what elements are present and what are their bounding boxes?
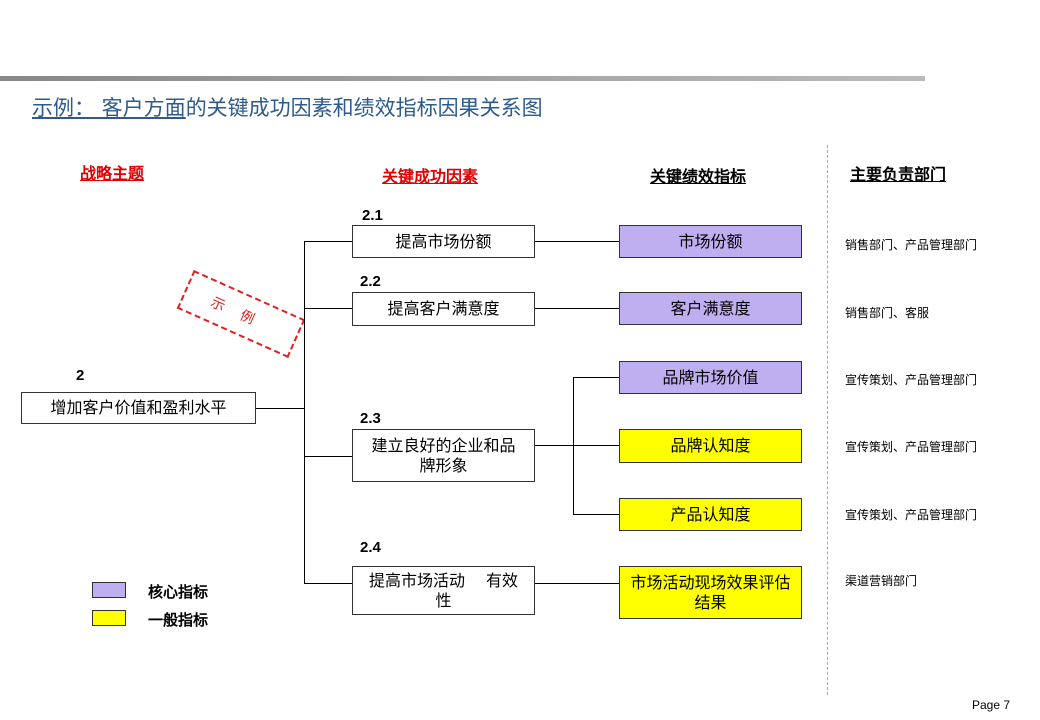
example-stamp: 示例 xyxy=(176,270,306,358)
ksf-number: 2.1 xyxy=(362,207,383,224)
dept-label: 销售部门、产品管理部门 xyxy=(845,238,978,252)
connector xyxy=(304,241,305,584)
connector xyxy=(534,308,619,309)
dept-label: 渠道营销部门 xyxy=(845,574,918,588)
header-dept: 主要负责部门 xyxy=(850,165,947,184)
ksf-box: 建立良好的企业和品牌形象 xyxy=(352,429,535,482)
connector xyxy=(534,583,619,584)
header-ksf: 关键成功因素 xyxy=(382,167,479,186)
kpi-box: 客户满意度 xyxy=(619,292,802,325)
connector xyxy=(573,445,619,446)
dept-label: 宣传策划、产品管理部门 xyxy=(845,440,978,454)
ksf-number: 2.4 xyxy=(360,539,381,556)
ksf-box: 提高市场份额 xyxy=(352,225,535,258)
legend-label-general: 一般指标 xyxy=(148,611,209,629)
legend-swatch-general xyxy=(92,610,126,626)
dept-label: 销售部门、客服 xyxy=(845,306,930,320)
theme-box: 增加客户价值和盈利水平 xyxy=(21,392,256,424)
connector xyxy=(534,241,619,242)
ksf-number: 2.2 xyxy=(360,273,381,290)
connector xyxy=(573,377,619,378)
kpi-box: 品牌市场价值 xyxy=(619,361,802,394)
connector xyxy=(304,456,352,457)
connector xyxy=(304,583,352,584)
page-number: Page 7 xyxy=(972,698,1011,712)
kpi-box: 品牌认知度 xyxy=(619,429,802,463)
legend-label-core: 核心指标 xyxy=(148,583,209,601)
page-title: 示例： 客户方面的关键成功因素和绩效指标因果关系图 xyxy=(32,96,543,120)
theme-number: 2 xyxy=(76,367,85,384)
header-bar xyxy=(0,76,925,81)
dept-label: 宣传策划、产品管理部门 xyxy=(845,508,978,522)
kpi-box: 产品认知度 xyxy=(619,498,802,531)
dept-label: 宣传策划、产品管理部门 xyxy=(845,373,978,387)
connector xyxy=(304,241,352,242)
connector xyxy=(256,408,304,409)
legend-swatch-core xyxy=(92,582,126,598)
kpi-box: 市场活动现场效果评估结果 xyxy=(619,566,802,619)
connector xyxy=(573,514,619,515)
connector xyxy=(534,445,573,446)
kpi-box: 市场份额 xyxy=(619,225,802,258)
ksf-number: 2.3 xyxy=(360,410,381,427)
separator xyxy=(827,145,828,695)
connector xyxy=(304,308,352,309)
header-theme: 战略主题 xyxy=(80,164,145,183)
ksf-box: 提高客户满意度 xyxy=(352,292,535,326)
header-kpi: 关键绩效指标 xyxy=(650,167,747,186)
ksf-box: 提高市场活动 有效性 xyxy=(352,566,535,615)
